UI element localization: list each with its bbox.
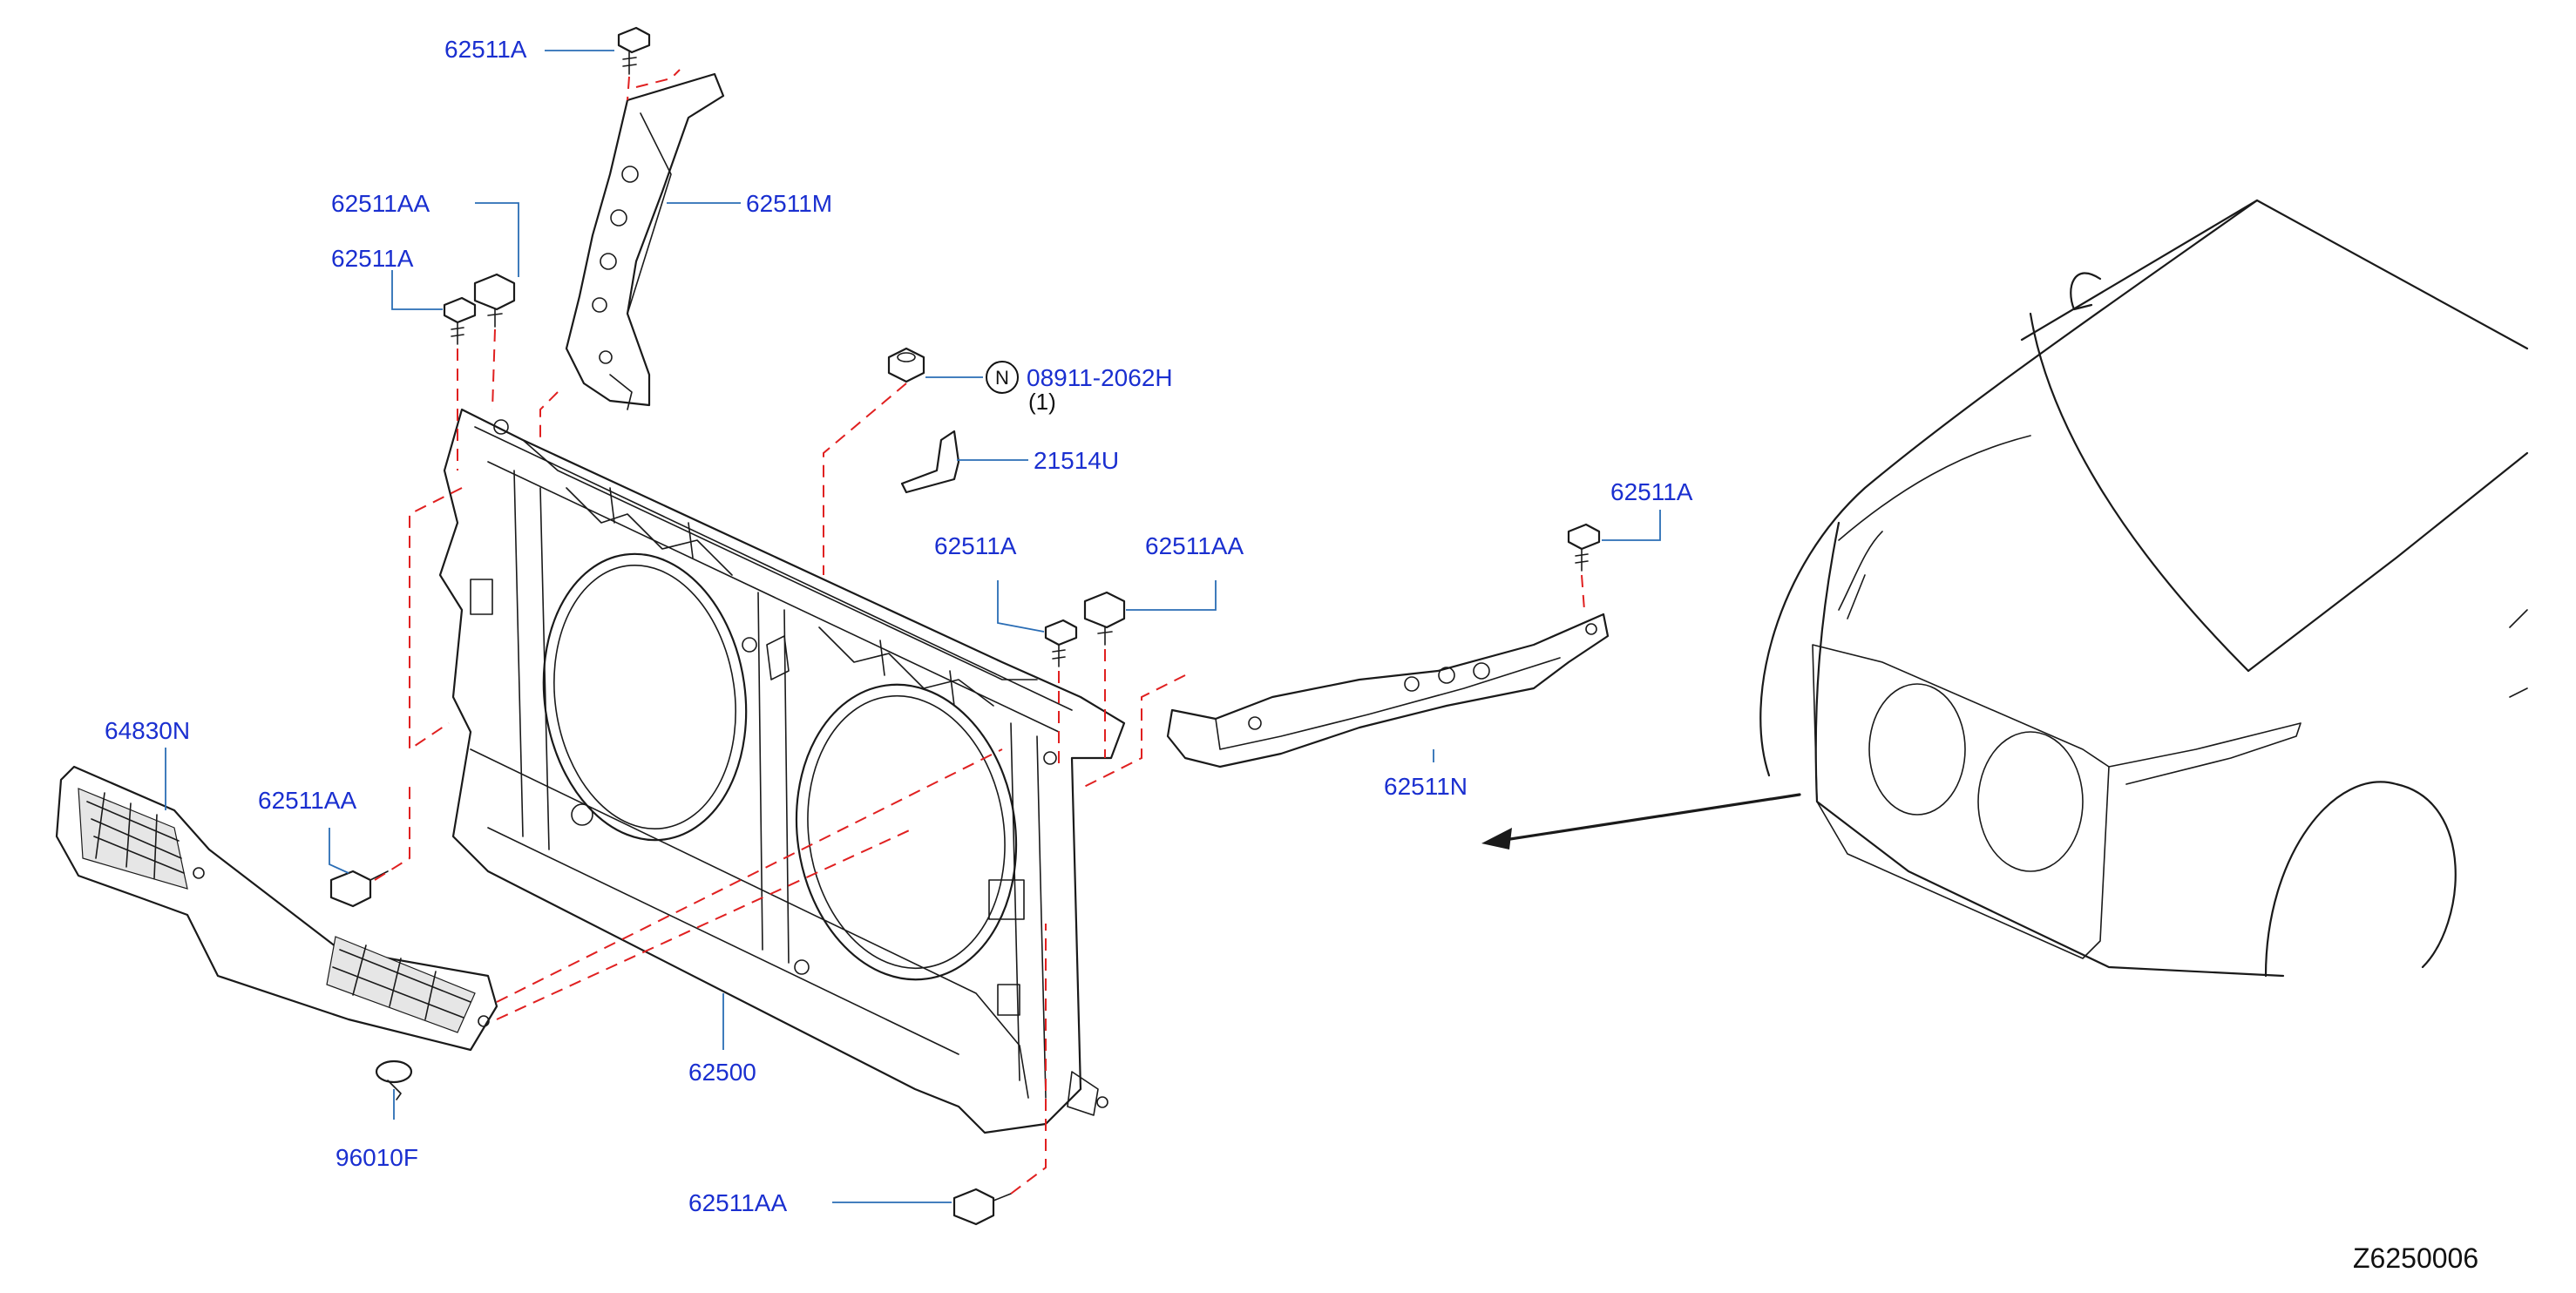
callout-08911-2062h: 08911-2062H <box>1027 364 1173 391</box>
callout-62511n: 62511N <box>1384 773 1468 800</box>
callout-62511aa-bottom: 62511AA <box>688 1189 787 1216</box>
locator-arrow <box>1481 793 1801 850</box>
bolt-62511aa-bottom <box>952 1188 1012 1226</box>
callout-62511a-top: 62511A <box>444 36 527 63</box>
bolt-62511aa-mid <box>1083 591 1126 646</box>
upper-stay-right <box>1166 613 1610 768</box>
vehicle-overview <box>1759 199 2529 978</box>
callout-62511aa-lower-left: 62511AA <box>258 787 356 814</box>
callout-62511aa-mid: 62511AA <box>1145 532 1244 559</box>
callout-64830n: 64830N <box>105 717 190 744</box>
n-badge-letter: N <box>995 367 1009 389</box>
callout-62511a-right: 62511A <box>1610 478 1693 505</box>
callout-62511aa-upper-left: 62511AA <box>331 190 430 217</box>
leader-lines <box>165 50 1661 1203</box>
callout-62511a-mid: 62511A <box>934 532 1017 559</box>
callout-08911-2062h-qty: (1) <box>1028 389 1056 415</box>
bracket-21514u <box>900 430 960 494</box>
nut-08911 <box>887 347 925 383</box>
bolt-62511a-mid <box>1044 619 1078 667</box>
assembly-centerlines <box>374 69 1585 1195</box>
radiator-core-support <box>438 408 1126 1134</box>
callout-62511m: 62511M <box>746 190 832 217</box>
bolt-62511a-left <box>443 296 477 345</box>
clip-96010f <box>375 1059 413 1100</box>
bolt-62511a-top <box>617 26 651 75</box>
callout-labels: 62511A 62511AA 62511A 62511M 08911-2062H… <box>105 36 2478 1274</box>
upper-stay-left <box>565 72 725 410</box>
bolt-62511a-right <box>1567 523 1601 572</box>
bolt-62511aa-left <box>473 273 516 328</box>
diagram-code: Z6250006 <box>2353 1242 2478 1274</box>
callout-62500: 62500 <box>688 1059 756 1086</box>
bolt-62511aa-lower-left <box>329 870 389 908</box>
callout-21514u: 21514U <box>1034 447 1119 474</box>
callout-62511a-upper-left: 62511A <box>331 245 414 272</box>
n-badge: N <box>986 361 1019 394</box>
callout-96010f: 96010F <box>336 1144 418 1171</box>
air-guide <box>55 765 498 1052</box>
